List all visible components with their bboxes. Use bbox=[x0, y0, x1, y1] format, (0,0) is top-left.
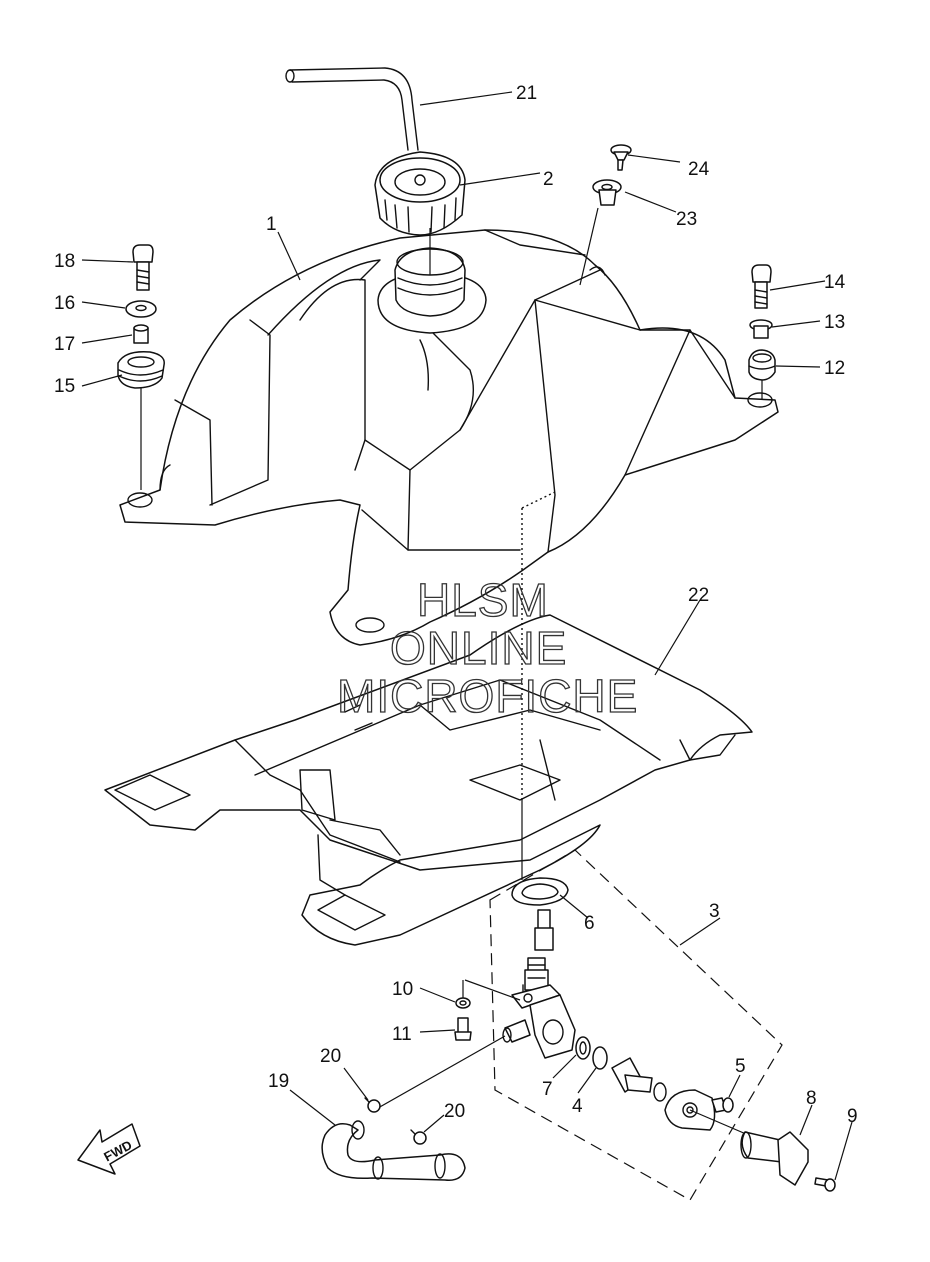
fuel-cap bbox=[374, 151, 466, 236]
callout-8: 8 bbox=[806, 1088, 817, 1109]
screw-11 bbox=[454, 1017, 472, 1041]
damper-23 bbox=[592, 179, 622, 206]
watermark: HLSM ONLINE MICROFICHE bbox=[336, 573, 638, 722]
valve-spindle bbox=[611, 1057, 667, 1102]
gasket bbox=[511, 877, 569, 906]
washer-16 bbox=[125, 300, 157, 318]
callout-17: 17 bbox=[54, 334, 75, 355]
callout-23: 23 bbox=[676, 209, 697, 230]
bolt-14 bbox=[751, 264, 772, 309]
callout-5: 5 bbox=[735, 1056, 746, 1077]
callout-24: 24 bbox=[688, 159, 710, 180]
watermark-line2: ONLINE bbox=[390, 622, 567, 674]
leader-lines bbox=[81, 91, 853, 1181]
collar-13 bbox=[749, 319, 773, 339]
callout-22: 22 bbox=[688, 585, 709, 606]
assembly-boundary bbox=[489, 849, 783, 1201]
callout-1: 1 bbox=[266, 214, 277, 235]
screw-9 bbox=[814, 1177, 836, 1192]
hose-clamp-b bbox=[410, 1129, 427, 1145]
callout-21: 21 bbox=[516, 83, 537, 104]
filler-neck bbox=[377, 247, 487, 334]
o-ring-4 bbox=[592, 1046, 608, 1070]
callout-13: 13 bbox=[824, 312, 845, 333]
bolt-18 bbox=[132, 244, 154, 291]
callout-12: 12 bbox=[824, 358, 845, 379]
callout-11: 11 bbox=[392, 1024, 412, 1045]
callout-9: 9 bbox=[847, 1106, 858, 1127]
callout-4: 4 bbox=[572, 1096, 583, 1117]
screw-5 bbox=[711, 1097, 734, 1113]
hose-clamp-a bbox=[364, 1097, 381, 1113]
fuel-tank bbox=[119, 229, 779, 646]
fuel-cock bbox=[502, 909, 576, 1059]
callout-18: 18 bbox=[54, 251, 75, 272]
watermark-line3: MICROFICHE bbox=[337, 670, 638, 722]
damper-15 bbox=[117, 350, 165, 389]
fwd-arrow-icon: FWD bbox=[77, 1123, 141, 1175]
fuel-hose bbox=[321, 1120, 466, 1181]
callout-2: 2 bbox=[543, 169, 554, 190]
lever-plate bbox=[664, 1089, 716, 1131]
damper-12 bbox=[748, 349, 776, 381]
screw-24 bbox=[610, 144, 632, 171]
callout-10: 10 bbox=[392, 979, 413, 1000]
collar-17 bbox=[133, 324, 149, 344]
watermark-line1: HLSM bbox=[417, 574, 549, 626]
o-ring-7 bbox=[575, 1036, 591, 1060]
callouts: 1 2 3 4 5 6 7 8 9 10 11 12 13 14 15 16 1… bbox=[54, 83, 858, 1127]
callout-15: 15 bbox=[54, 376, 75, 397]
breather-hose bbox=[285, 67, 419, 151]
callout-16: 16 bbox=[54, 293, 75, 314]
callout-20a: 20 bbox=[320, 1046, 341, 1067]
callout-7: 7 bbox=[542, 1079, 553, 1100]
callout-6: 6 bbox=[584, 913, 595, 934]
callout-14: 14 bbox=[824, 272, 846, 293]
callout-3: 3 bbox=[709, 901, 720, 922]
washer-10 bbox=[455, 997, 471, 1009]
lever-8 bbox=[740, 1131, 809, 1186]
callout-20b: 20 bbox=[444, 1101, 465, 1122]
callout-19: 19 bbox=[268, 1071, 289, 1092]
